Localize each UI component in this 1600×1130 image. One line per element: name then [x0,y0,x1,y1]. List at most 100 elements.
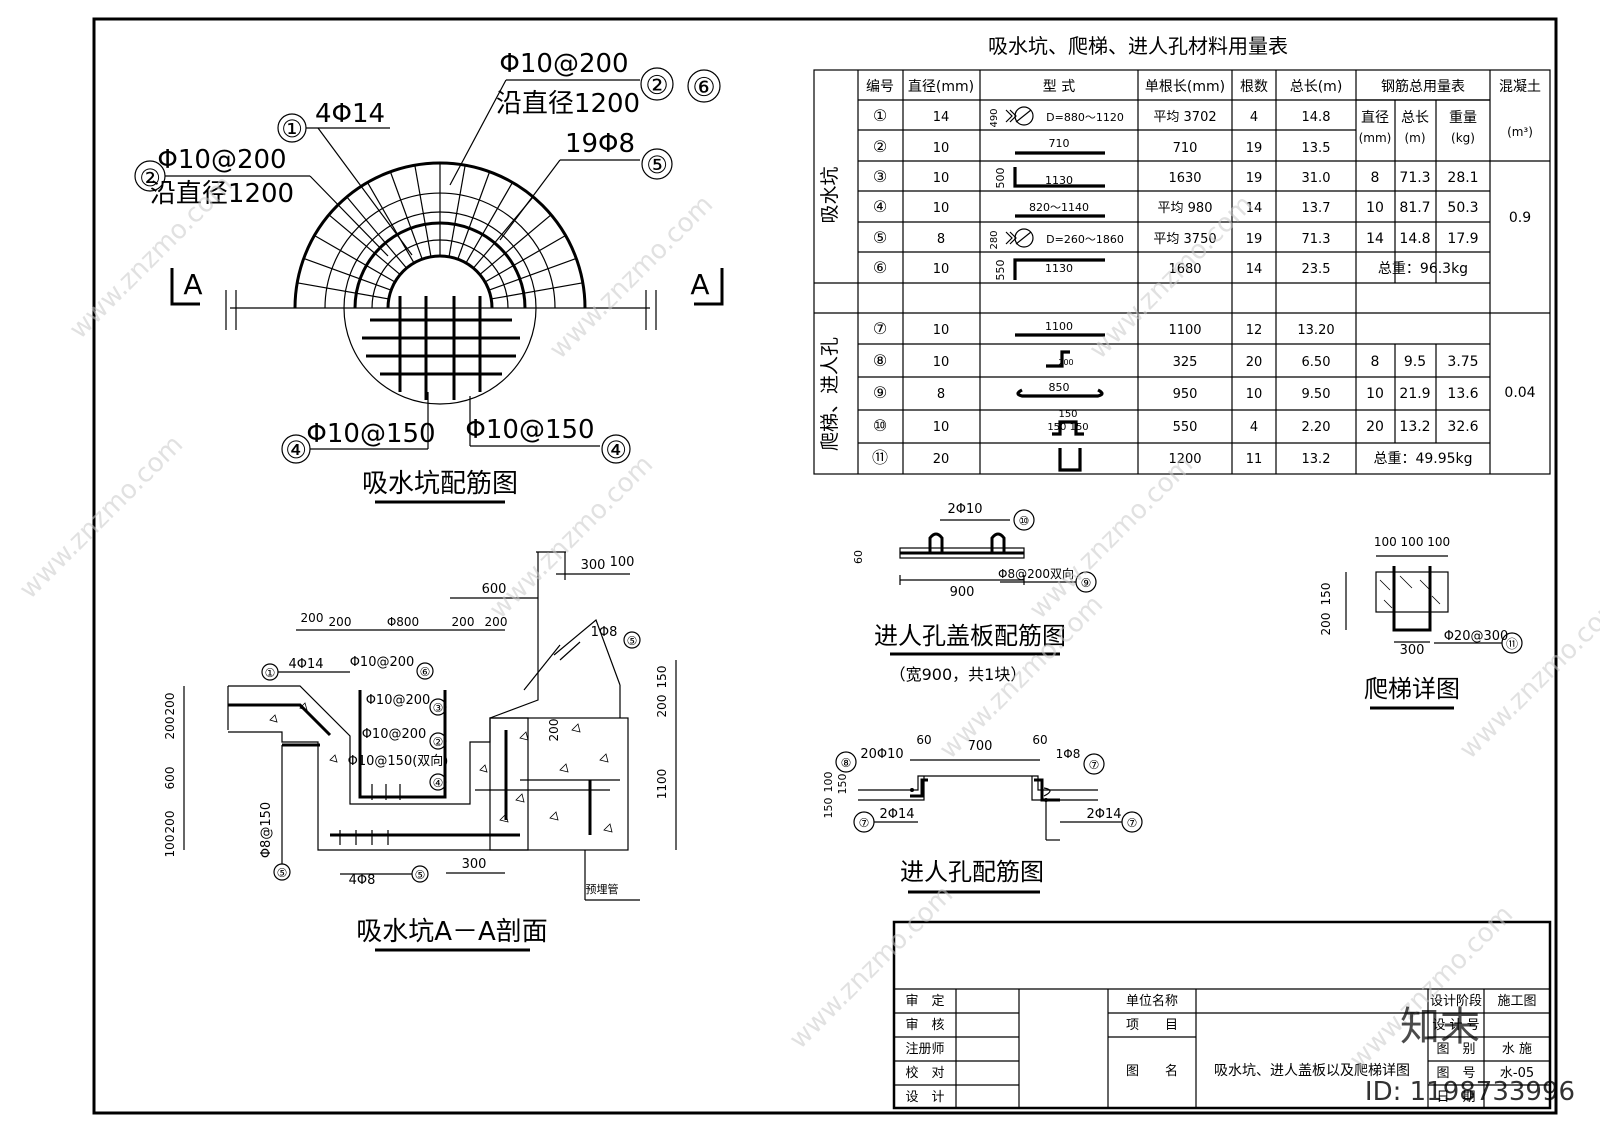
svg-text:日 期: 日 期 [1436,1090,1475,1105]
svg-text:710: 710 [1173,141,1198,156]
header-steel-total: 钢筋总用量表 [1381,78,1465,95]
radial-bar [346,196,408,269]
header-unit-len: 单根长(mm) [1145,79,1225,95]
sub-dia-unit: (mm) [1359,131,1392,145]
svg-text:水-05: 水-05 [1500,1066,1534,1081]
svg-text:1130: 1130 [1045,174,1073,187]
svg-text:1100: 1100 [1045,320,1073,333]
ladder-title: 爬梯详图 [1364,675,1460,703]
pit-reinforcement-plan: A A ① 4Φ14 Φ10@200 沿直径1200 ② ⑥ ② Φ10@200… [134,49,724,504]
svg-text:Φ20@300: Φ20@300 [1444,629,1509,644]
radial-bar [491,282,583,300]
pit-section-aa: 600 300 100 200 200 Φ800 200 200 ① 4Φ14 … [163,551,677,952]
svg-text:13.6: 13.6 [1447,386,1478,402]
svg-text:200: 200 [452,615,475,629]
svg-text:9.5: 9.5 [1404,354,1426,370]
svg-text:预埋管: 预埋管 [586,882,619,896]
svg-text:⑨: ⑨ [1081,576,1092,590]
header-total-len: 总长(m) [1290,79,1343,95]
svg-text:⑩: ⑩ [873,416,887,435]
svg-text:550: 550 [1173,420,1198,435]
title-block: 审 定 审 核 注册师 校 对 设 计 单位名称 项 目 图 名 吸水坑、进人盖… [892,920,1552,1110]
svg-text:1Φ8: 1Φ8 [1056,747,1081,761]
svg-text:8: 8 [937,387,945,402]
svg-text:13.20: 13.20 [1297,323,1334,338]
svg-text:⑤: ⑤ [873,228,887,247]
svg-text:④: ④ [285,436,307,464]
svg-text:12: 12 [1246,323,1263,338]
svg-text:550: 550 [994,260,1007,281]
svg-text:10: 10 [1366,200,1384,216]
svg-text:200: 200 [163,811,177,834]
svg-text:31.0: 31.0 [1302,171,1331,186]
svg-text:10: 10 [933,171,950,186]
radial-bar [488,257,577,291]
svg-text:200: 200 [301,611,324,625]
svg-text:8: 8 [1371,354,1380,370]
svg-text:200: 200 [329,615,352,629]
svg-text:②: ② [645,71,668,101]
svg-text:23.5: 23.5 [1302,262,1331,277]
svg-text:14: 14 [1246,262,1263,277]
sub-len: 总长 [1401,110,1429,126]
svg-text:施工图: 施工图 [1497,994,1536,1009]
table-row: ⑤ 8 D=260～1860 280 平均 3750 19 71.3 [873,228,1331,250]
svg-text:19: 19 [1246,171,1263,186]
table-row: ③ 10 1130 500 1630 19 31.0 [873,167,1331,189]
radial-bar [414,165,432,257]
svg-text:1130: 1130 [1045,262,1073,275]
svg-text:150: 150 [836,774,849,795]
sheet-frame [92,17,1558,1115]
brand-watermark: 知末 [1400,1004,1480,1050]
svg-text:3.75: 3.75 [1447,354,1478,370]
svg-text:③: ③ [433,701,444,715]
svg-text:平均 980: 平均 980 [1158,201,1213,216]
svg-text:⑤: ⑤ [415,868,426,882]
svg-text:④: ④ [433,776,444,790]
svg-text:32.6: 32.6 [1447,419,1478,435]
svg-text:水 施: 水 施 [1502,1042,1532,1057]
label-phi10-200-left: Φ10@200 [157,145,286,175]
svg-text:⑦: ⑦ [873,319,887,338]
svg-text:1100: 1100 [655,769,669,800]
radial-bar [328,214,401,276]
svg-text:150 150: 150 150 [1047,422,1088,433]
cover-title: 进人孔盖板配筋图 [874,622,1066,650]
svg-text:①: ① [265,666,276,680]
svg-text:校 对: 校 对 [905,1065,944,1081]
label-4phi14: 4Φ14 [315,99,385,129]
material-table: 吸水坑、爬梯、进人孔材料用量表 编号 直径(mm) [813,34,1551,475]
svg-text:300: 300 [462,857,487,872]
svg-text:图 名: 图 名 [1126,1063,1178,1079]
radial-bar [314,234,396,283]
svg-text:①: ① [281,115,303,143]
image-id: ID: 1198733996 [1365,1077,1575,1107]
label-phi10-150-left: Φ10@150 [306,419,435,449]
svg-text:平均 3750: 平均 3750 [1153,232,1216,247]
svg-text:4Φ14: 4Φ14 [288,657,323,672]
svg-text:9.50: 9.50 [1302,387,1331,402]
sub-dia: 直径 [1361,109,1389,126]
svg-text:900: 900 [950,585,975,600]
section-mark-a-right: A [690,268,709,301]
header-concrete: 混凝土 [1499,79,1541,95]
table-row: ⑦ 10 1100 1100 12 13.20 [873,319,1335,338]
svg-text:2Φ14: 2Φ14 [879,807,914,822]
steel-summary-1: 8 71.3 28.1 10 81.7 50.3 14 14.8 17.9 总重… [1366,170,1531,277]
concrete-1: 0.9 [1509,210,1531,226]
svg-text:10: 10 [933,355,950,370]
svg-text:13.7: 13.7 [1302,201,1331,216]
svg-text:Φ8@200双向: Φ8@200双向 [998,566,1074,581]
svg-text:设计阶段: 设计阶段 [1430,994,1482,1009]
svg-text:⑨: ⑨ [873,383,887,402]
manhole-reinforcement: ⑧ 20Φ10 60 700 60 1Φ8 ⑦ 100 150 150 ⑦ 2Φ… [822,733,1143,894]
svg-text:150: 150 [655,666,669,689]
svg-text:200: 200 [1058,358,1073,367]
svg-text:150: 150 [1319,583,1333,606]
svg-text:14: 14 [1366,231,1384,247]
radial-bar [448,165,466,257]
svg-text:总重：49.95kg: 总重：49.95kg [1373,451,1472,467]
svg-text:设 计 号: 设 计 号 [1432,1018,1479,1033]
svg-text:700: 700 [968,739,993,754]
svg-text:200: 200 [1319,613,1333,636]
